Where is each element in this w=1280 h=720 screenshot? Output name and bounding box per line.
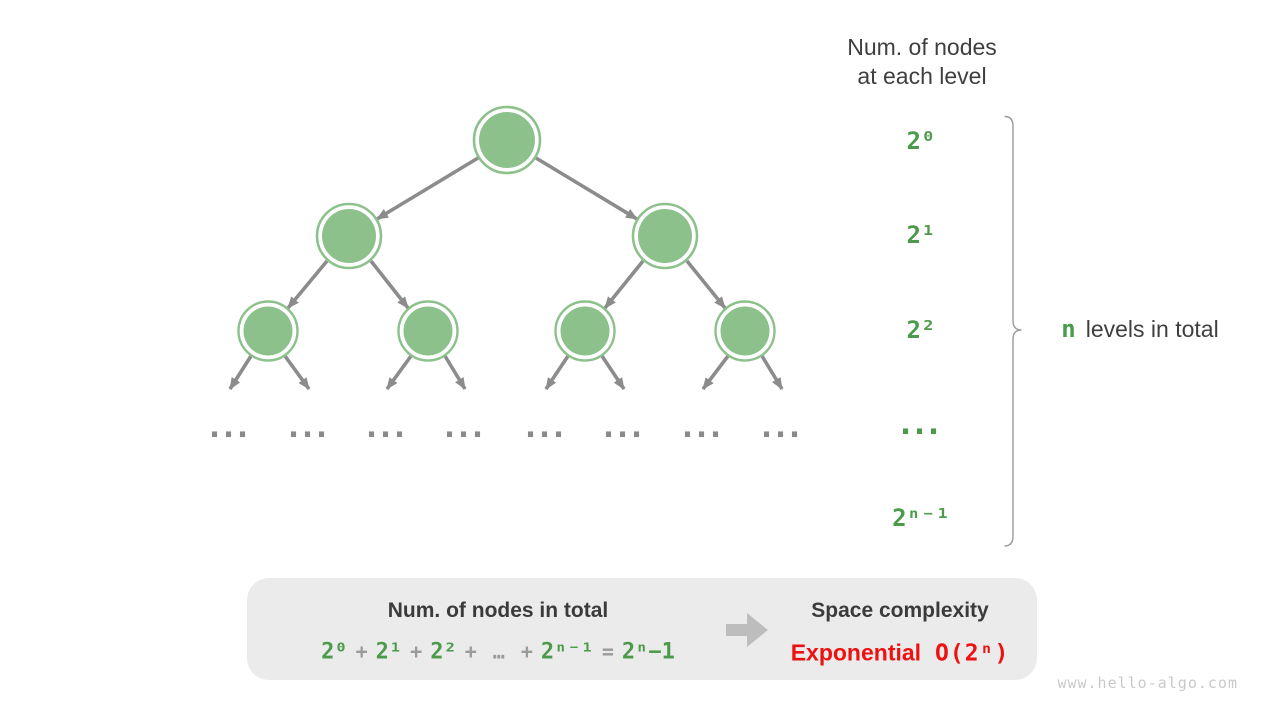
formula-operator: +	[355, 639, 368, 664]
tree-edge	[443, 355, 467, 390]
space-complexity-value: Exponential O(2ⁿ)	[791, 640, 1010, 667]
tree-ellipsis: ...	[365, 410, 409, 444]
tree-ellipsis: ...	[681, 410, 725, 444]
tree-node	[631, 202, 699, 270]
formula-result: 2ⁿ−1	[621, 639, 675, 665]
tree-ellipsis: ...	[602, 410, 646, 444]
level-count-label-0: 2⁰	[906, 127, 936, 155]
formula-operator: +	[464, 639, 477, 664]
tree-edge	[369, 259, 410, 310]
tree-edge	[228, 355, 253, 390]
tree-ellipsis: ...	[524, 410, 568, 444]
tree-edge	[286, 259, 329, 310]
tree-nodes	[237, 105, 776, 362]
space-complexity-title: Space complexity	[811, 599, 989, 622]
tree-edge	[600, 355, 626, 390]
tree-edge	[701, 354, 730, 391]
tree-ellipsis: ...	[287, 410, 331, 444]
formula-term: 2²	[430, 639, 457, 665]
tree-node	[397, 300, 459, 362]
level-count-label-ellipsis: ...	[899, 407, 943, 441]
tree-edge	[283, 354, 311, 391]
tree-edge	[760, 355, 784, 390]
tree-edge	[535, 156, 638, 221]
formula-ellipsis: …	[492, 639, 505, 664]
tree-node-root	[472, 105, 542, 175]
formula-term: 2¹	[375, 639, 403, 665]
level-count-label-last: 2ⁿ⁻¹	[892, 504, 950, 532]
levels-column-header: Num. of nodes at each level	[847, 33, 997, 91]
levels-column-header-line1: Num. of nodes	[847, 34, 997, 60]
brace-caption-n: n	[1061, 315, 1076, 343]
tree-ellipsis: ...	[760, 410, 804, 444]
formula-term: 2⁰	[321, 639, 348, 665]
formula-operator: +	[520, 639, 533, 664]
total-nodes-formula: 2⁰ +2¹ +2² + … +2ⁿ⁻¹ = 2ⁿ−1	[321, 640, 675, 665]
formula-operator: +	[410, 639, 423, 664]
levels-column-header-line2: at each level	[857, 63, 987, 89]
tree-ellipsis: ...	[443, 410, 487, 444]
tree-edge	[603, 259, 645, 310]
tree-node	[554, 300, 616, 362]
formula-equals: =	[601, 639, 614, 664]
levels-brace	[1004, 115, 1022, 547]
formula-term: 2ⁿ⁻¹	[540, 639, 594, 665]
tree-edge	[385, 354, 413, 391]
level-count-label-1: 2¹	[906, 221, 936, 249]
tree-node	[315, 202, 383, 270]
tree-node	[714, 300, 776, 362]
tree-edge	[376, 156, 479, 221]
brace-caption-text: levels in total	[1085, 316, 1219, 342]
complexity-name: Exponential	[790, 639, 922, 666]
tree-node	[237, 300, 299, 362]
tree-ellipsis: ...	[208, 410, 252, 444]
complexity-big-o-notation: O(2ⁿ)	[935, 640, 1010, 667]
brace-caption: n levels in total	[1061, 315, 1218, 343]
total-nodes-title: Num. of nodes in total	[387, 599, 609, 622]
tree-edges	[228, 156, 784, 391]
tree-edge	[544, 355, 570, 390]
tree-edge	[685, 259, 727, 310]
summary-box	[247, 578, 1037, 680]
watermark: www.hello-algo.com	[1057, 674, 1238, 692]
level-count-label-2: 2²	[906, 316, 936, 344]
